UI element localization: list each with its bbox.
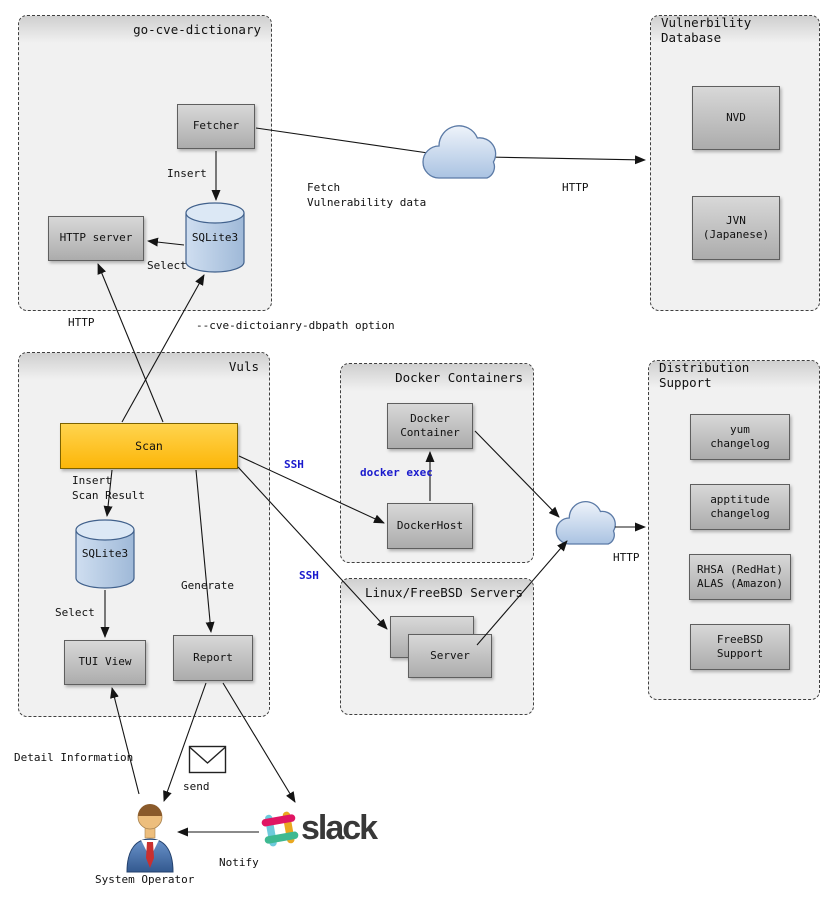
internet-cloud-icon [423, 126, 496, 178]
slack-wordmark: slack [301, 809, 378, 847]
node-scan: Scan [60, 423, 238, 469]
edge-label-detail-information: Detail Information [14, 751, 134, 764]
edge-label-docker-exec: docker exec [360, 466, 433, 479]
group-title-vulnerability-database: Vulnerbility Database [661, 14, 752, 45]
line-fetcher-to-cloud [255, 127, 436, 155]
node-tui-view: TUI View [64, 640, 146, 685]
edge-label-ssh-docker: SSH [284, 458, 304, 471]
edge-label-send: send [183, 780, 210, 793]
node-server: Server [408, 634, 492, 678]
edge-label-select-cve: Select [147, 259, 187, 272]
edge-label-dbpath-option: --cve-dictoianry-dbpath option [196, 319, 395, 332]
node-jvn: JVN (Japanese) [692, 196, 780, 260]
mail-envelope-icon [188, 745, 227, 774]
edge-label-ssh-linux: SSH [299, 569, 319, 582]
edge-label-insert-cve: Insert [167, 167, 207, 180]
node-freebsd-support: FreeBSD Support [690, 624, 790, 670]
group-title-docker-containers: Docker Containers [395, 370, 523, 385]
group-vulnerability-database: Vulnerbility Database [650, 15, 820, 311]
node-docker-container: Docker Container [387, 403, 473, 449]
node-fetcher: Fetcher [177, 104, 255, 149]
group-header: go-cve-dictionary [19, 16, 271, 43]
group-header: Docker Containers [341, 364, 533, 391]
edge-label-notify: Notify [219, 856, 259, 869]
group-header: Linux/FreeBSD Servers [341, 579, 533, 606]
node-yum-changelog: yum changelog [690, 414, 790, 460]
internet-cloud-small-icon [556, 502, 615, 544]
slack-hash-icon [261, 811, 299, 847]
edge-label-http-fetch: HTTP [562, 181, 589, 194]
system-operator-label: System Operator [95, 873, 195, 886]
node-nvd: NVD [692, 86, 780, 150]
node-docker-host: DockerHost [387, 503, 473, 549]
group-title-distribution-support: Distribution Support [659, 359, 750, 390]
arrow-cloud-to-vulnerability-database [486, 155, 646, 165]
edge-label-select-vuls: Select [55, 606, 95, 619]
node-report: Report [173, 635, 253, 681]
group-title-go-cve-dictionary: go-cve-dictionary [133, 22, 261, 37]
system-operator-icon [126, 804, 174, 873]
group-header: Vulnerbility Database [651, 14, 819, 45]
group-title-vuls: Vuls [228, 359, 259, 374]
node-sqlite3-cve-label: SQLite3 [191, 231, 239, 244]
edge-label-fetch-vulnerability-data: Fetch Vulnerability data [307, 181, 427, 209]
node-apptitude-changelog: apptitude changelog [690, 484, 790, 530]
group-header: Vuls [19, 353, 269, 380]
edge-label-http-scan: HTTP [68, 316, 95, 329]
group-title-linux-freebsd-servers: Linux/FreeBSD Servers [364, 585, 523, 600]
edge-label-http-dist: HTTP [613, 551, 640, 564]
node-rhsa-alas: RHSA (RedHat) ALAS (Amazon) [689, 554, 791, 600]
edge-label-generate: Generate [181, 579, 234, 592]
edge-label-insert-scan-result: Insert Scan Result [72, 474, 145, 502]
group-header: Distribution Support [649, 359, 819, 390]
node-sqlite3-vuls-label: SQLite3 [81, 547, 129, 560]
group-go-cve-dictionary: go-cve-dictionary [18, 15, 272, 311]
node-http-server: HTTP server [48, 216, 144, 261]
